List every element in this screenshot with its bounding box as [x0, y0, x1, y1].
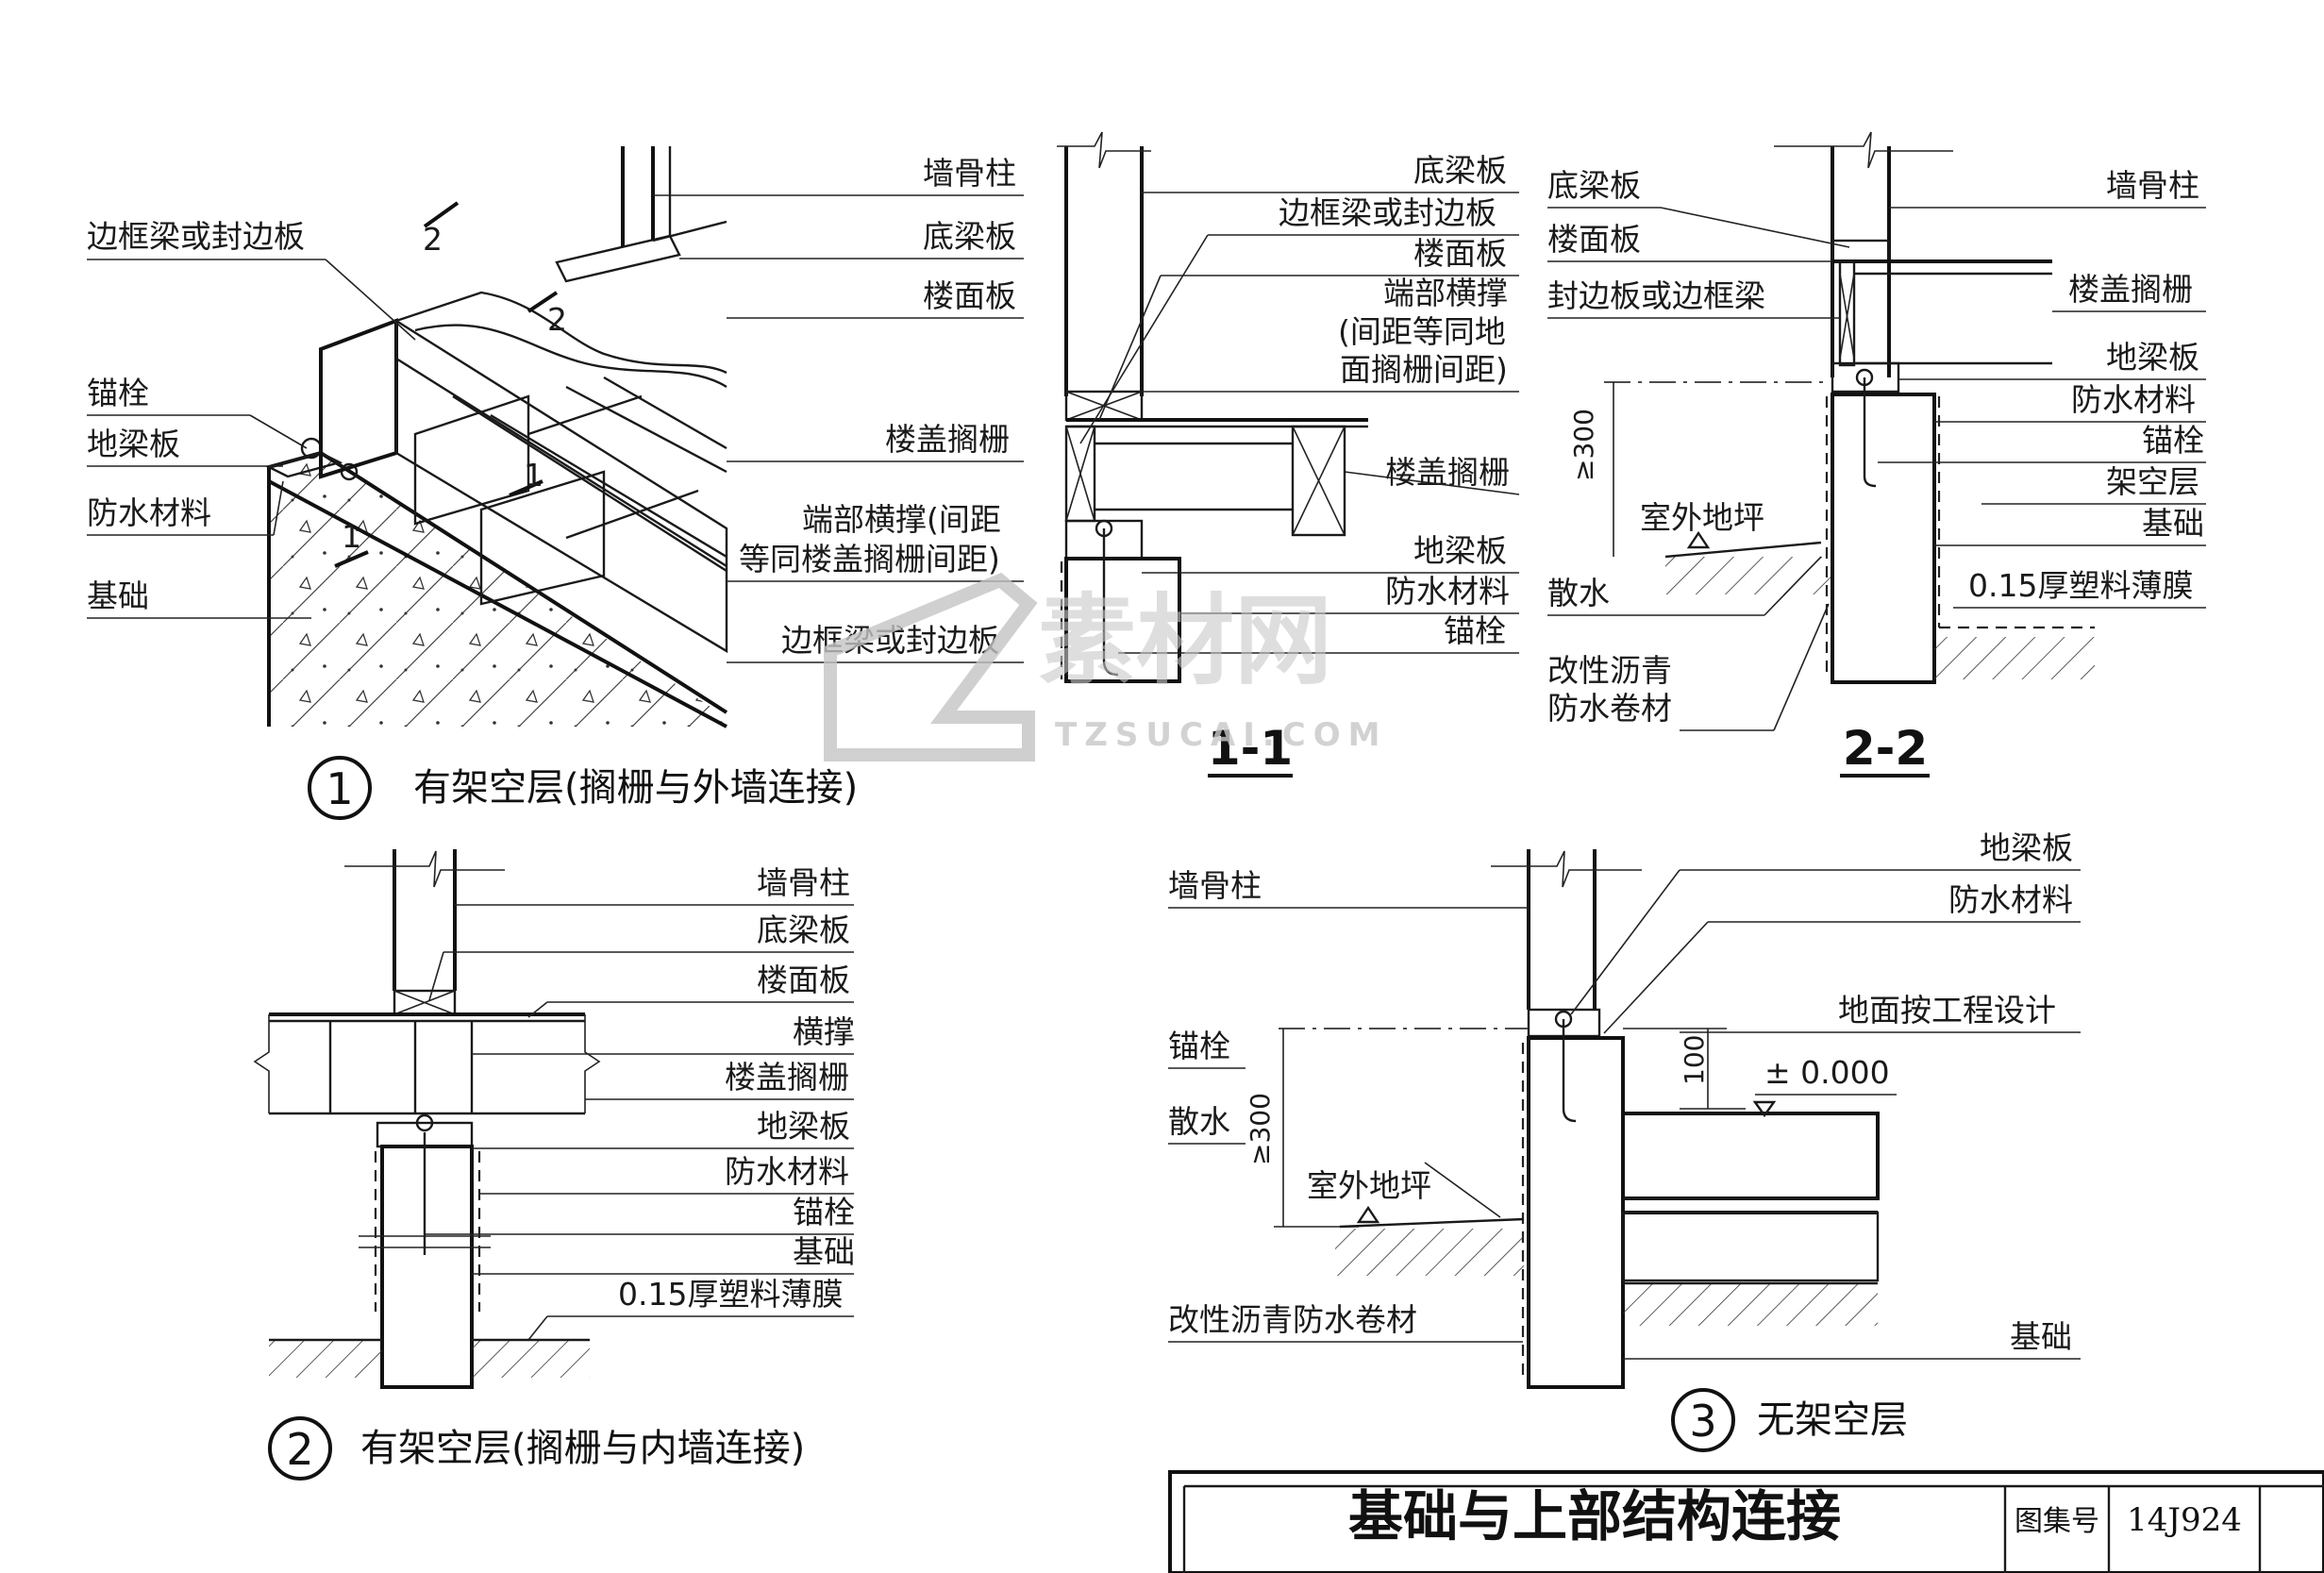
d3-label-foundation: 基础 — [2010, 1318, 2072, 1355]
d1-label-anchor-bolt: 锚栓 — [87, 375, 149, 411]
s11-label-rim-board: 边框梁或封边板 — [1279, 194, 1496, 231]
title-block-atlas-label: 图集号 — [2015, 1505, 2099, 1538]
watermark-url: TZSUCAI.COM — [1055, 716, 1387, 754]
d3-label-waterproof: 防水材料 — [1948, 881, 2073, 918]
d1-label-waterproof: 防水材料 — [87, 494, 211, 531]
s22-label-plastic-film: 0.15厚塑料薄膜 — [1968, 567, 2193, 604]
watermark: 素材网 TZSUCAI.COM — [824, 572, 1387, 761]
d1-label-end-blocking-1: 端部横撑(间距 — [802, 501, 1001, 538]
d3-label-anchor: 锚栓 — [1168, 1028, 1230, 1064]
s22-label-sill-plate: 地梁板 — [2106, 339, 2199, 376]
watermark-text: 素材网 — [1038, 583, 1332, 698]
s11-label-spacing-1: (间距等同地 — [1338, 313, 1506, 350]
section-mark-1-lower: 1 — [342, 518, 361, 555]
d2-label-waterproof: 防水材料 — [725, 1153, 849, 1190]
s22-dimension: ≥300 — [1568, 409, 1599, 481]
detail-3-drawing: 墙骨柱 锚栓 散水 室外地坪 改性沥青防水卷材 ≥300 100 地梁板 防水材… — [1168, 829, 2081, 1452]
d1-label-foundation: 基础 — [87, 577, 149, 614]
s11-label-floor-sheathing: 楼面板 — [1413, 235, 1507, 272]
detail-3-caption: 无架空层 — [1757, 1398, 1908, 1442]
d2-label-plastic-film: 0.15厚塑料薄膜 — [618, 1276, 843, 1313]
s22-label-floor-sheathing: 楼面板 — [1547, 221, 1641, 258]
d2-label-floor-sheathing: 楼面板 — [757, 962, 850, 998]
section-mark-2-lower: 2 — [547, 301, 567, 338]
section-mark-2-upper: 2 — [423, 221, 443, 258]
d3-label-stud: 墙骨柱 — [1168, 867, 1262, 904]
title-block-atlas-code: 14J924 — [2127, 1501, 2242, 1539]
section-2-2-title: 2-2 — [1843, 721, 1928, 776]
section-mark-1-upper: 1 — [524, 457, 543, 494]
detail-1-drawing: 2 2 1 1 边框梁或封边板 锚栓 地梁板 防水材料 基础 墙骨柱 底梁板 楼… — [87, 146, 1024, 820]
detail-2-number: 2 — [286, 1424, 313, 1475]
d1-label-sill-plate: 地梁板 — [87, 426, 180, 462]
detail-3-number-circle — [1671, 1388, 1735, 1452]
d2-label-foundation: 基础 — [793, 1233, 855, 1270]
d2-label-bottom-plate: 底梁板 — [757, 912, 850, 948]
s11-label-spacing-2: 面搁栅间距) — [1340, 351, 1508, 388]
d3-label-sill-plate: 地梁板 — [1980, 829, 2073, 866]
s22-label-membrane-2: 防水卷材 — [1547, 690, 1672, 727]
detail-2-drawing: 墙骨柱 底梁板 楼面板 横撑 楼盖搁栅 地梁板 防水材料 锚栓 基础 0.15厚… — [253, 849, 855, 1481]
d1-label-floor-joist: 楼盖搁栅 — [885, 421, 1010, 458]
d2-label-stud: 墙骨柱 — [757, 864, 850, 901]
section-1-1-title: 1-1 — [1208, 721, 1293, 776]
s11-label-anchor: 锚栓 — [1444, 612, 1506, 649]
s22-label-waterproof: 防水材料 — [2071, 381, 2196, 418]
detail-2-number-circle — [268, 1416, 332, 1481]
s11-label-waterproof: 防水材料 — [1385, 573, 1510, 610]
s22-label-outdoor-grade: 室外地坪 — [1640, 499, 1764, 536]
d3-label-membrane: 改性沥青防水卷材 — [1168, 1301, 1417, 1338]
detail-1-caption: 有架空层(搁栅与外墙连接) — [413, 766, 858, 810]
section-2-2-drawing: 底梁板 楼面板 封边板或边框梁 室外地坪 散水 改性沥青 防水卷材 ≥300 墙… — [1547, 131, 2206, 778]
d3-dimension-300: ≥300 — [1245, 1093, 1276, 1165]
s22-label-bottom-plate: 底梁板 — [1547, 167, 1641, 204]
d1-label-end-blocking-2: 等同楼盖搁栅间距) — [739, 541, 1000, 577]
d3-label-elevation: ± 0.000 — [1764, 1054, 1890, 1091]
s22-label-anchor: 锚栓 — [2142, 422, 2204, 459]
s22-label-stud: 墙骨柱 — [2106, 167, 2199, 204]
d1-label-bottom-plate: 底梁板 — [923, 218, 1016, 255]
d3-label-apron: 散水 — [1168, 1103, 1230, 1140]
s22-label-rim-board: 封边板或边框梁 — [1547, 277, 1765, 314]
title-block-title: 基础与上部结构连接 — [1348, 1484, 1841, 1548]
d1-label-floor-sheathing: 楼面板 — [923, 277, 1016, 314]
s22-label-foundation: 基础 — [2142, 505, 2204, 542]
s22-label-membrane-1: 改性沥青 — [1547, 652, 1672, 689]
s22-label-apron: 散水 — [1547, 575, 1610, 611]
d2-label-anchor: 锚栓 — [793, 1194, 855, 1230]
title-block: 基础与上部结构连接 图集号 14J924 — [1168, 1470, 2324, 1573]
d2-label-blocking: 横撑 — [793, 1013, 855, 1050]
s22-label-crawl-space: 架空层 — [2106, 463, 2199, 500]
s11-label-bottom-plate: 底梁板 — [1413, 152, 1507, 189]
detail-2-caption: 有架空层(搁栅与内墙连接) — [360, 1427, 805, 1470]
d2-label-sill-plate: 地梁板 — [757, 1108, 850, 1145]
s22-label-floor-joist: 楼盖搁栅 — [2068, 271, 2193, 308]
d3-dimension-100: 100 — [1679, 1035, 1710, 1085]
detail-1-number: 1 — [326, 763, 353, 814]
d1-label-stud: 墙骨柱 — [923, 155, 1016, 192]
s11-label-end-blocking: 端部横撑 — [1383, 275, 1508, 311]
detail-1-number-circle — [308, 756, 372, 820]
s11-label-sill-plate: 地梁板 — [1413, 532, 1507, 569]
detail-3-number: 3 — [1689, 1396, 1716, 1447]
section-1-1-drawing: 底梁板 边框梁或封边板 楼面板 端部横撑 (间距等同地 面搁栅间距) 楼盖搁栅 … — [1057, 131, 1520, 778]
d1-label-rim-board: 边框梁或封边板 — [87, 218, 305, 255]
d2-label-floor-joist: 楼盖搁栅 — [725, 1059, 849, 1096]
d3-label-outdoor-grade: 室外地坪 — [1307, 1167, 1431, 1204]
d3-label-floor-design: 地面按工程设计 — [1838, 992, 2056, 1029]
